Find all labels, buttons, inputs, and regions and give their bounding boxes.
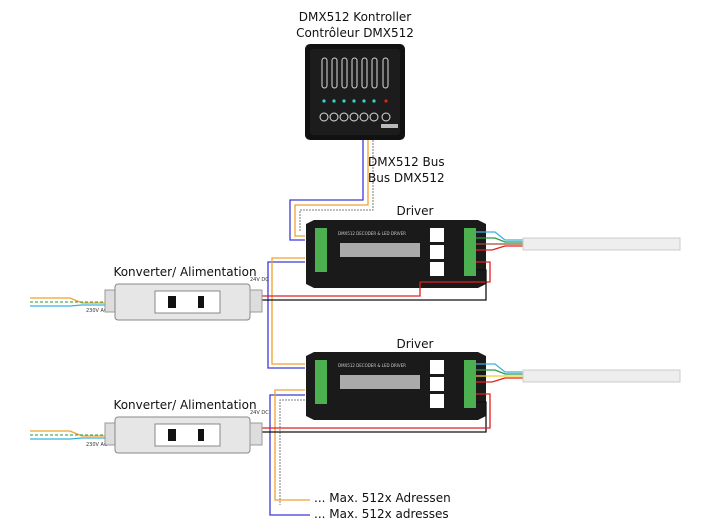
dmx-bus-wires [267,140,374,516]
led-strip-2 [522,369,681,383]
bus-label-fr: Bus DMX512 [368,171,445,185]
controller-title-de: DMX512 Kontroller [299,10,412,24]
converter-1-dc-label: 24V DC [250,277,269,283]
footer-max-addresses-de: ... Max. 512x Adressen [314,491,451,505]
footer-max-addresses-fr: ... Max. 512x adresses [314,507,449,521]
converter-2-dc-label: 24V DC [250,410,269,416]
bus-label-de: DMX512 Bus [368,155,445,169]
converter-1 [104,283,263,321]
driver-2: DMX512 DECODER & LED DRIVER [306,352,486,420]
driver-2-panel-text: DMX512 DECODER & LED DRIVER [338,363,406,368]
converter-1-ac-label: 230V AC [86,308,108,314]
dmx-controller [305,44,405,140]
led-strip-1 [522,237,681,251]
controller-title-fr: Contrôleur DMX512 [296,26,414,40]
converter-1-label: Konverter/ Alimentation [113,265,256,279]
driver-1: DMX512 DECODER & LED DRIVER [306,220,486,288]
driver-2-label: Driver [397,337,434,351]
driver-1-label: Driver [397,204,434,218]
driver-1-panel-text: DMX512 DECODER & LED DRIVER [338,231,406,236]
converter-2-ac-label: 230V AC [86,442,108,448]
converter-2-label: Konverter/ Alimentation [113,398,256,412]
converter-2 [104,416,263,454]
